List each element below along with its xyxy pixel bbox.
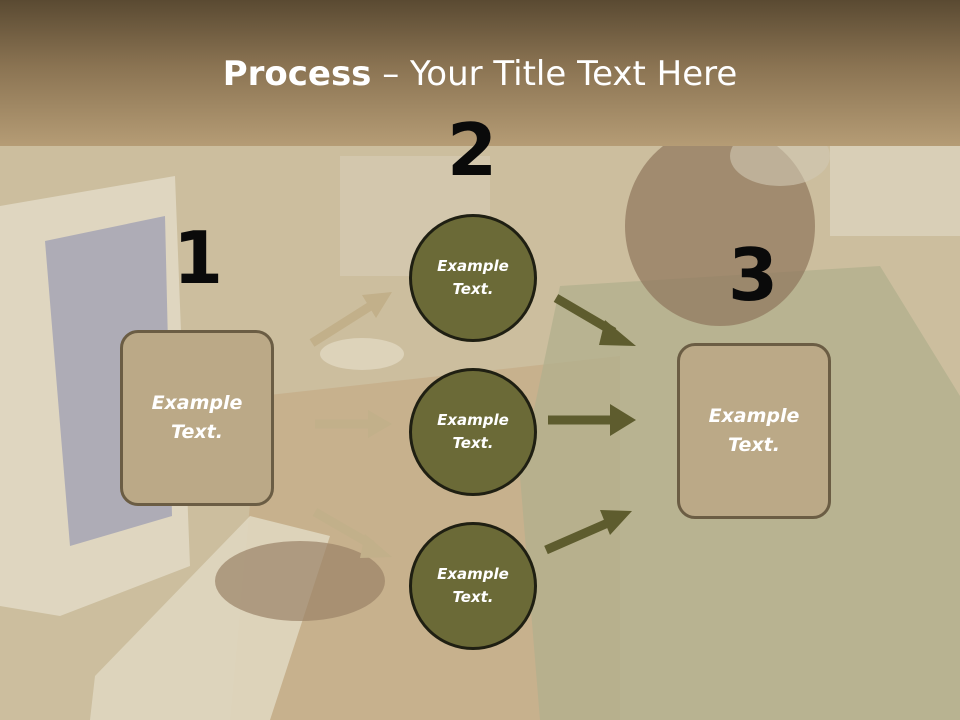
circle-top: Example Text.: [409, 214, 537, 342]
circle-bottom-label: Example Text.: [437, 565, 509, 606]
step-3-label: Example Text.: [708, 405, 800, 456]
title-bold: Process: [222, 54, 372, 94]
circle-middle: Example Text.: [409, 368, 537, 496]
step-1-box: Example Text.: [120, 330, 274, 506]
step-1-label: Example Text.: [151, 392, 243, 443]
step-3-box: Example Text.: [677, 343, 831, 519]
title-rest: – Your Title Text Here: [371, 54, 738, 94]
step-number-2: 2: [446, 108, 498, 192]
circle-bottom: Example Text.: [409, 522, 537, 650]
circle-middle-label: Example Text.: [437, 411, 509, 452]
step-number-3: 3: [727, 233, 779, 317]
circle-top-label: Example Text.: [437, 257, 509, 298]
step-number-1: 1: [172, 216, 224, 300]
slide-title: Process – Your Title Text Here: [0, 52, 960, 96]
header-band: [0, 0, 960, 146]
